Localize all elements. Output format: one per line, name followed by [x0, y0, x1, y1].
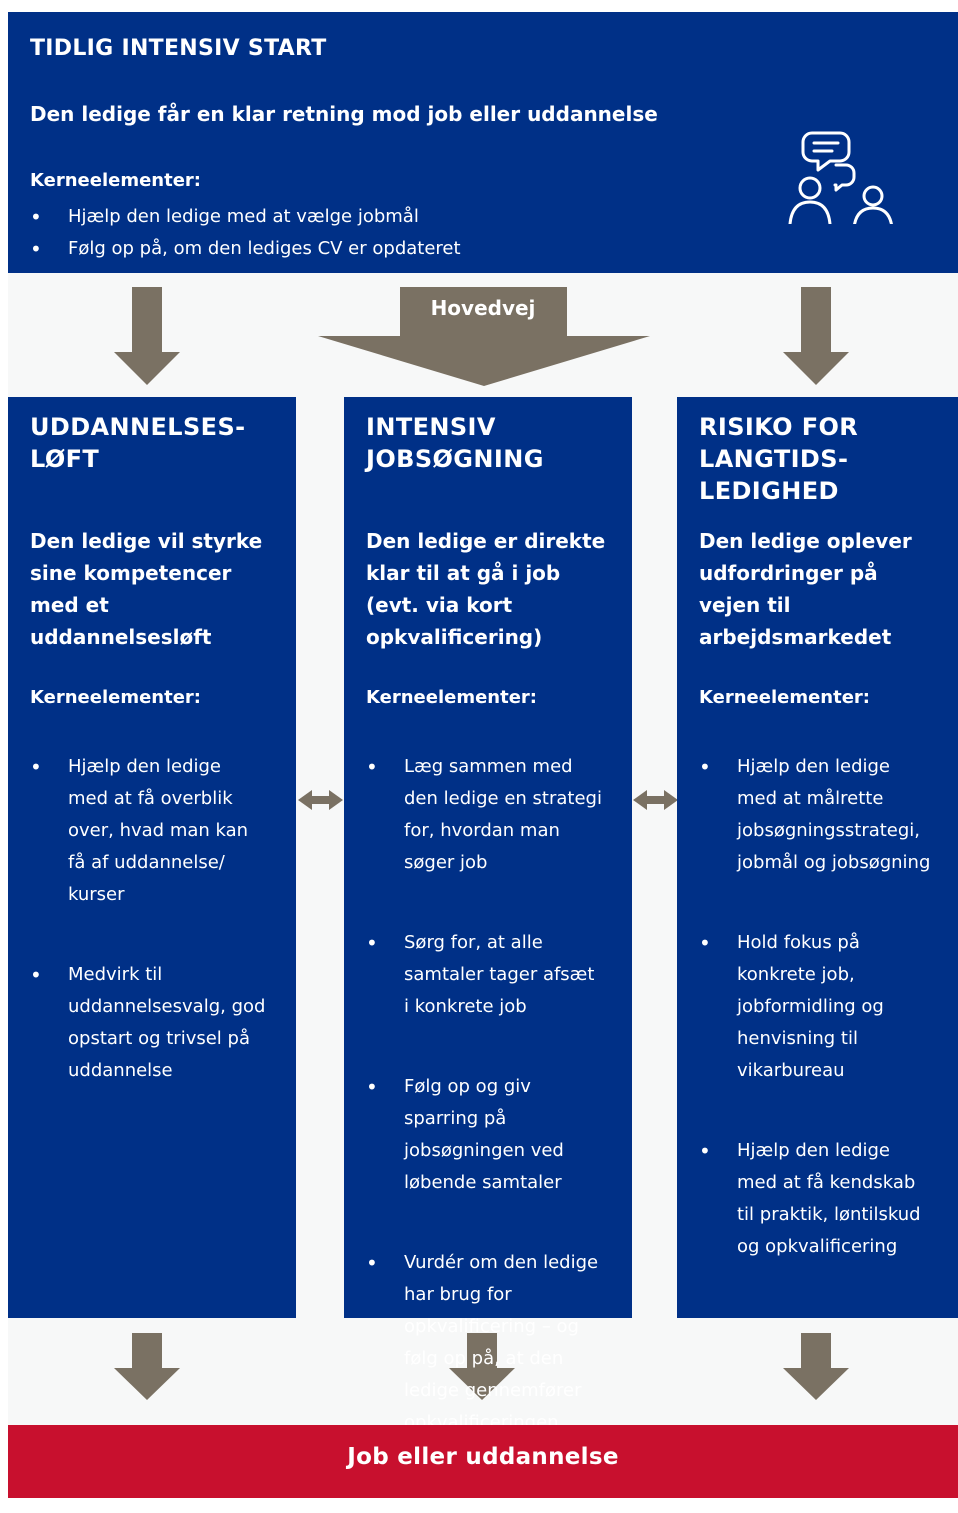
list-item: Sørg for, at alle samtaler tager afsæt i… — [366, 927, 602, 1023]
top-kerne-list: Hjælp den ledige med at vælge jobmål Føl… — [30, 201, 461, 265]
list-item: Hjælp den ledige med at få overblik over… — [30, 751, 265, 911]
list-item: Følg op på, om den lediges CV er opdater… — [30, 233, 461, 265]
top-stage-subtitle: Den ledige får en klar retning mod job e… — [30, 102, 658, 126]
column-kerne-label: Kerneelementer: — [366, 687, 537, 708]
column-title: RISIKO FOR LANGTIDS- LEDIGHED — [699, 413, 859, 505]
arrow-down-bottom-right — [783, 1333, 849, 1400]
column-uddannelsesloeft: UDDANNELSES- LØFT Den ledige vil styrke … — [8, 397, 296, 1318]
arrow-down-bottom-left — [114, 1333, 180, 1400]
column-kerne-label: Kerneelementer: — [699, 687, 870, 708]
list-item: Følg op og giv sparring på jobsøgningen … — [366, 1071, 602, 1199]
column-subtitle: Den ledige er direkte klar til at gå i j… — [366, 529, 606, 649]
column-kerne-label: Kerneelementer: — [30, 687, 201, 708]
arrow-down-left — [114, 287, 180, 385]
column-kerne-list: Hjælp den ledige med at målrette jobsøgn… — [699, 719, 930, 1295]
people-conversation-icon — [788, 131, 893, 224]
outcome-label: Job eller uddannelse — [347, 1444, 619, 1470]
arrow-down-right — [783, 287, 849, 385]
list-item: Hjælp den ledige med at vælge jobmål — [30, 201, 461, 233]
top-kerne-label: Kerneelementer: — [30, 170, 201, 191]
outcome-box: Job eller uddannelse — [8, 1425, 958, 1498]
hovedvej-label: Hovedvej — [430, 296, 536, 320]
column-intensiv-jobsoegning: INTENSIV JOBSØGNING Den ledige er direkt… — [344, 397, 632, 1433]
top-stage-box: TIDLIG INTENSIV START Den ledige får en … — [8, 12, 958, 273]
list-item: Hold fokus på konkrete job, jobformidlin… — [699, 927, 930, 1087]
column-title: UDDANNELSES- LØFT — [30, 413, 246, 473]
column-risiko-langtidsledighed: RISIKO FOR LANGTIDS- LEDIGHED Den ledige… — [677, 397, 958, 1318]
list-item: Hjælp den ledige med at målrette jobsøgn… — [699, 751, 930, 879]
column-kerne-list: Hjælp den ledige med at få overblik over… — [30, 719, 265, 1119]
top-stage-title: TIDLIG INTENSIV START — [30, 36, 327, 61]
column-kerne-list: Læg sammen med den ledige en strategi fo… — [366, 719, 602, 1471]
column-title: INTENSIV JOBSØGNING — [366, 413, 544, 473]
arrow-bidirectional-right — [633, 790, 678, 810]
column-subtitle: Den ledige vil styrke sine kompetencer m… — [30, 529, 263, 649]
list-item: Vurdér om den ledige har brug for opkval… — [366, 1247, 602, 1439]
list-item: Medvirk til uddannelsesvalg, god opstart… — [30, 959, 265, 1087]
list-item: Læg sammen med den ledige en strategi fo… — [366, 751, 602, 879]
column-subtitle: Den ledige oplever udfordringer på vejen… — [699, 529, 912, 649]
arrow-bidirectional-left — [298, 790, 343, 810]
list-item: Hjælp den ledige med at få kendskab til … — [699, 1135, 930, 1263]
arrow-main-hovedvej — [318, 287, 650, 386]
